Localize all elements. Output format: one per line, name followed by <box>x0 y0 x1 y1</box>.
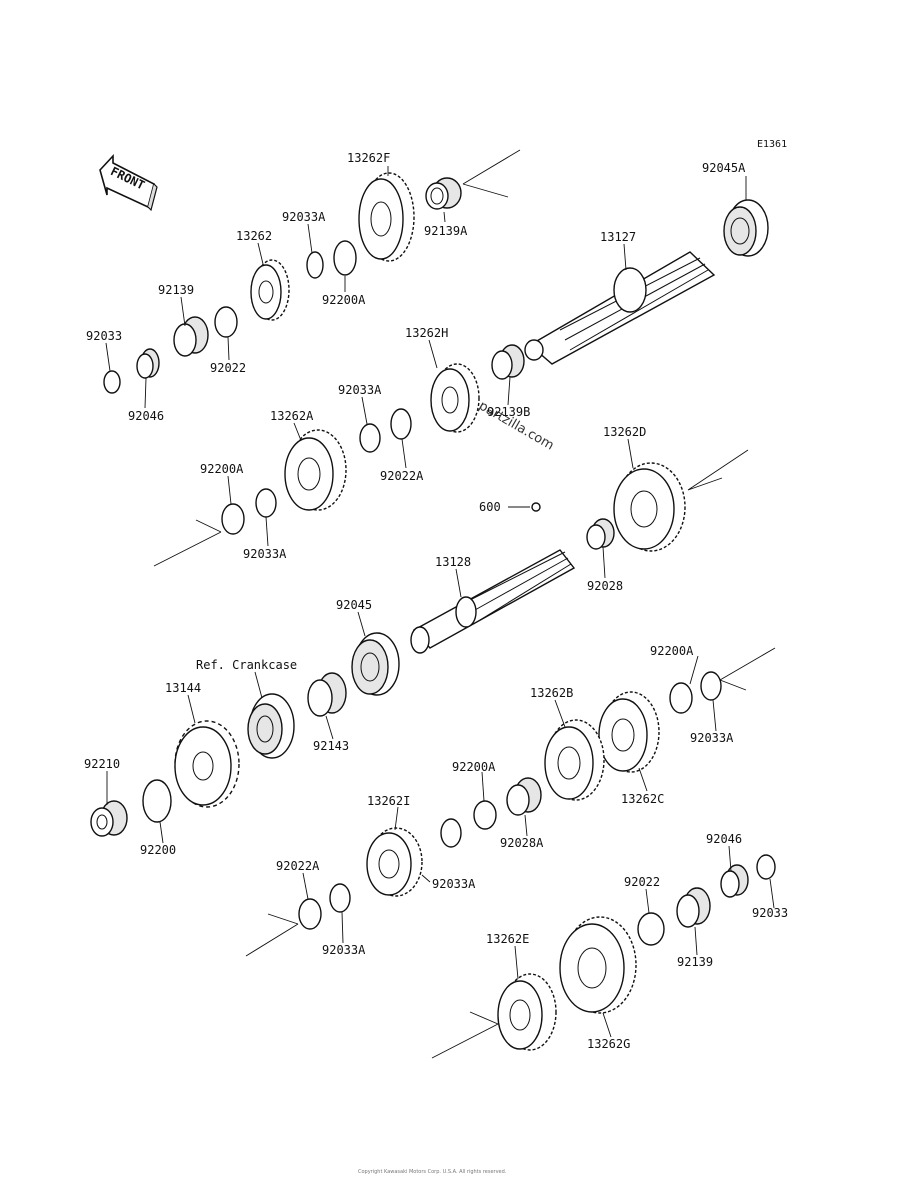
gear-13262H <box>430 363 480 433</box>
sprocket-13144 <box>174 720 240 808</box>
gear-13262A <box>284 429 347 511</box>
gear-13262E <box>497 973 557 1051</box>
label-13262D: 13262D <box>603 425 646 439</box>
label-92033A-3: 92033A <box>243 547 287 561</box>
label-92033A-1: 92033A <box>282 210 326 224</box>
label-92200A-4: 92200A <box>452 760 496 774</box>
label-92022A-2: 92022A <box>276 859 320 873</box>
circlip-92033A-3 <box>255 488 277 518</box>
gear-13262G <box>559 916 637 1014</box>
needle-bearing-92139A <box>425 177 462 210</box>
oil-seal-crankcase <box>247 693 295 759</box>
steel-ball-600 <box>531 502 541 512</box>
washer-92200A-2 <box>221 503 245 535</box>
needle-bearing-92028A <box>506 777 542 816</box>
label-92143: 92143 <box>313 739 349 753</box>
nut-92210 <box>90 800 128 837</box>
label-13262G: 13262G <box>587 1037 630 1051</box>
label-92033A-2: 92033A <box>338 383 382 397</box>
bushing-92028 <box>586 518 615 550</box>
label-92045A: 92045A <box>702 161 746 175</box>
gear-13262 <box>250 259 290 321</box>
washer-92200 <box>142 779 172 823</box>
label-92028: 92028 <box>587 579 623 593</box>
label-92045: 92045 <box>336 598 372 612</box>
shaft-13128 <box>410 549 576 654</box>
label-13262I: 13262I <box>367 794 410 808</box>
part-labels: 13262F 92045A 92033A 13262 92139A 13127 … <box>84 151 788 1051</box>
label-92200A-2: 92200A <box>200 462 244 476</box>
collar-92143 <box>307 672 347 717</box>
label-92200A-3: 92200A <box>650 644 694 658</box>
bushing-92139-2 <box>676 887 711 928</box>
circlip-92033A-4 <box>700 671 722 701</box>
label-92033-2: 92033 <box>752 906 788 920</box>
gear-13262I <box>366 827 423 897</box>
label-13262A: 13262A <box>270 409 314 423</box>
label-92022A-1: 92022A <box>380 469 424 483</box>
washer-92022A-2 <box>298 898 322 930</box>
label-13128: 13128 <box>435 555 471 569</box>
label-13262F: 13262F <box>347 151 390 165</box>
label-13144: 13144 <box>165 681 201 695</box>
circlip-92033A <box>306 251 324 279</box>
diagram-code: E1361 <box>757 139 787 150</box>
washer-92200A-3 <box>669 682 693 714</box>
label-13262E: 13262E <box>486 932 529 946</box>
needle-bearing-92046 <box>136 348 160 379</box>
label-92033A-6: 92033A <box>322 943 366 957</box>
label-92046: 92046 <box>128 409 164 423</box>
label-92139B: 92139B <box>487 405 530 419</box>
circlip-92033 <box>103 370 121 394</box>
circlip-92033-2 <box>756 854 776 880</box>
label-92028A: 92028A <box>500 836 544 850</box>
washer-92022 <box>214 306 238 338</box>
label-13262H: 13262H <box>405 326 448 340</box>
label-92033: 92033 <box>86 329 122 343</box>
label-92210: 92210 <box>84 757 120 771</box>
washer-92200A-4 <box>473 800 497 830</box>
bushing-92139B <box>491 344 525 380</box>
label-ref-crankcase: Ref. Crankcase <box>196 658 297 672</box>
label-600: 600 <box>479 500 501 514</box>
label-13262C: 13262C <box>621 792 664 806</box>
label-92139A: 92139A <box>424 224 468 238</box>
leader-lines <box>105 166 775 1038</box>
label-92033A-5: 92033A <box>432 877 476 891</box>
shaft-13127 <box>524 251 716 365</box>
label-92139: 92139 <box>158 283 194 297</box>
circlip-92033A-5 <box>440 818 462 848</box>
label-92022: 92022 <box>210 361 246 375</box>
label-13262B: 13262B <box>530 686 573 700</box>
circlip-92033A-6 <box>329 883 351 913</box>
label-92200: 92200 <box>140 843 176 857</box>
washer-92022-2 <box>637 912 665 946</box>
label-92033A-4: 92033A <box>690 731 734 745</box>
ball-bearing-92045 <box>351 632 400 696</box>
label-92046-2: 92046 <box>706 832 742 846</box>
label-13127: 13127 <box>600 230 636 244</box>
washer-92200A <box>333 240 357 276</box>
gear-13262D <box>613 462 686 552</box>
bushing-92139 <box>173 316 209 357</box>
washer-92022A <box>390 408 412 440</box>
front-arrow-icon: FRONT <box>99 153 158 212</box>
label-92139-2: 92139 <box>677 955 713 969</box>
gear-13262F <box>358 172 415 262</box>
footer-copyright: Copyright Kawasaki Motors Corp. U.S.A. A… <box>358 1169 507 1175</box>
label-92200A-1: 92200A <box>322 293 366 307</box>
circlip-92033A-2 <box>359 423 381 453</box>
gear-13262B <box>544 719 605 801</box>
gear-13262C <box>598 691 660 773</box>
ball-bearing-92045A <box>723 199 769 257</box>
needle-bearing-92046-2 <box>720 864 749 898</box>
label-13262: 13262 <box>236 229 272 243</box>
label-92022-2: 92022 <box>624 875 660 889</box>
